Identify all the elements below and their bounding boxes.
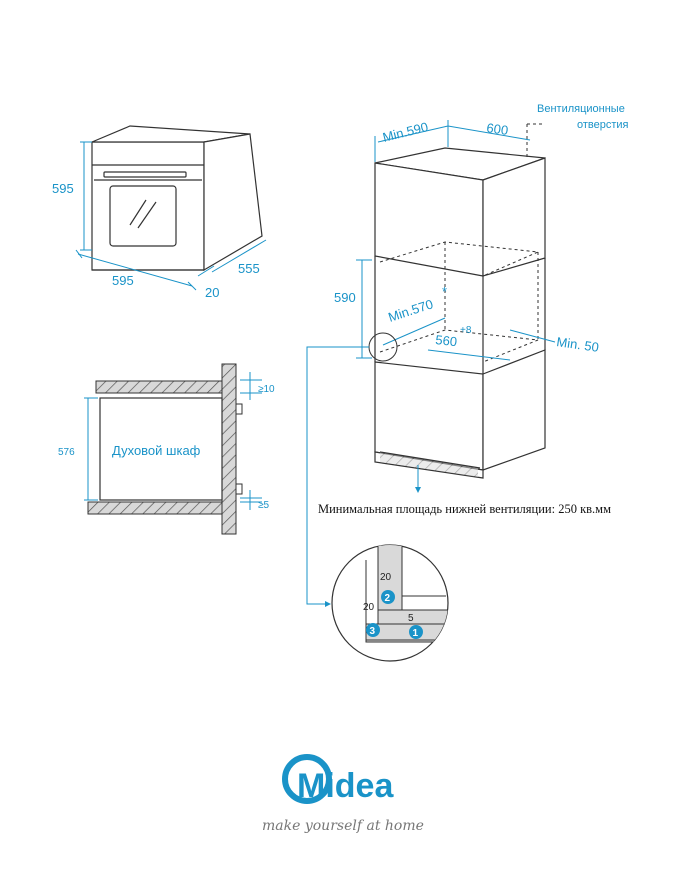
cabinet-depth-label: 600 — [486, 120, 510, 138]
side-section-dimensions — [84, 372, 262, 510]
vent-label-line2: отверстия — [577, 119, 629, 131]
oven-door-label: 20 — [205, 285, 219, 300]
section-oven-label: Духовой шкаф — [112, 443, 201, 458]
niche-depth-label: 560 — [435, 332, 458, 349]
cabinet-view — [374, 147, 546, 479]
oven-3d-view — [91, 125, 263, 272]
detail-marker-3: 3 — [370, 626, 376, 637]
brand-name: Midea — [297, 767, 394, 805]
cabinet-dimensions — [356, 120, 556, 493]
niche-height-label: 590 — [334, 290, 356, 305]
section-top-gap-label: ≥10 — [258, 384, 275, 395]
midea-logo: Midea — [282, 754, 394, 805]
detail-dim-side: 20 — [363, 602, 375, 613]
rear-min-label: Min. 50 — [556, 334, 600, 355]
detail-callout — [306, 332, 398, 607]
detail-circle: 20 20 5 2 1 3 — [331, 544, 449, 662]
ventilation-note: Минимальная площадь нижней вентиляции: 2… — [318, 502, 611, 516]
oven-3d-dimensions — [75, 141, 267, 291]
section-bottom-gap-label: ≥5 — [258, 500, 269, 511]
niche-min-mark: * — [442, 284, 447, 299]
section-height-label: 576 — [58, 447, 75, 458]
niche-min-label: Min.570 — [386, 296, 435, 325]
cabinet-niche — [379, 123, 545, 363]
detail-marker-1: 1 — [413, 628, 419, 639]
side-section-view — [87, 363, 243, 535]
cabinet-min-width-label: Min.590 — [381, 119, 430, 145]
niche-depth-tolerance: +8 — [460, 325, 472, 336]
oven-height-label: 595 — [52, 181, 74, 196]
brand-tagline: make yourself at home — [262, 818, 424, 834]
detail-dim-bottom: 5 — [408, 613, 414, 624]
vent-label-line1: Вентиляционные — [537, 103, 625, 115]
detail-dim-vertical: 20 — [380, 572, 392, 583]
oven-depth-label: 555 — [238, 261, 260, 276]
detail-marker-2: 2 — [385, 593, 391, 604]
oven-width-label: 595 — [112, 273, 134, 288]
